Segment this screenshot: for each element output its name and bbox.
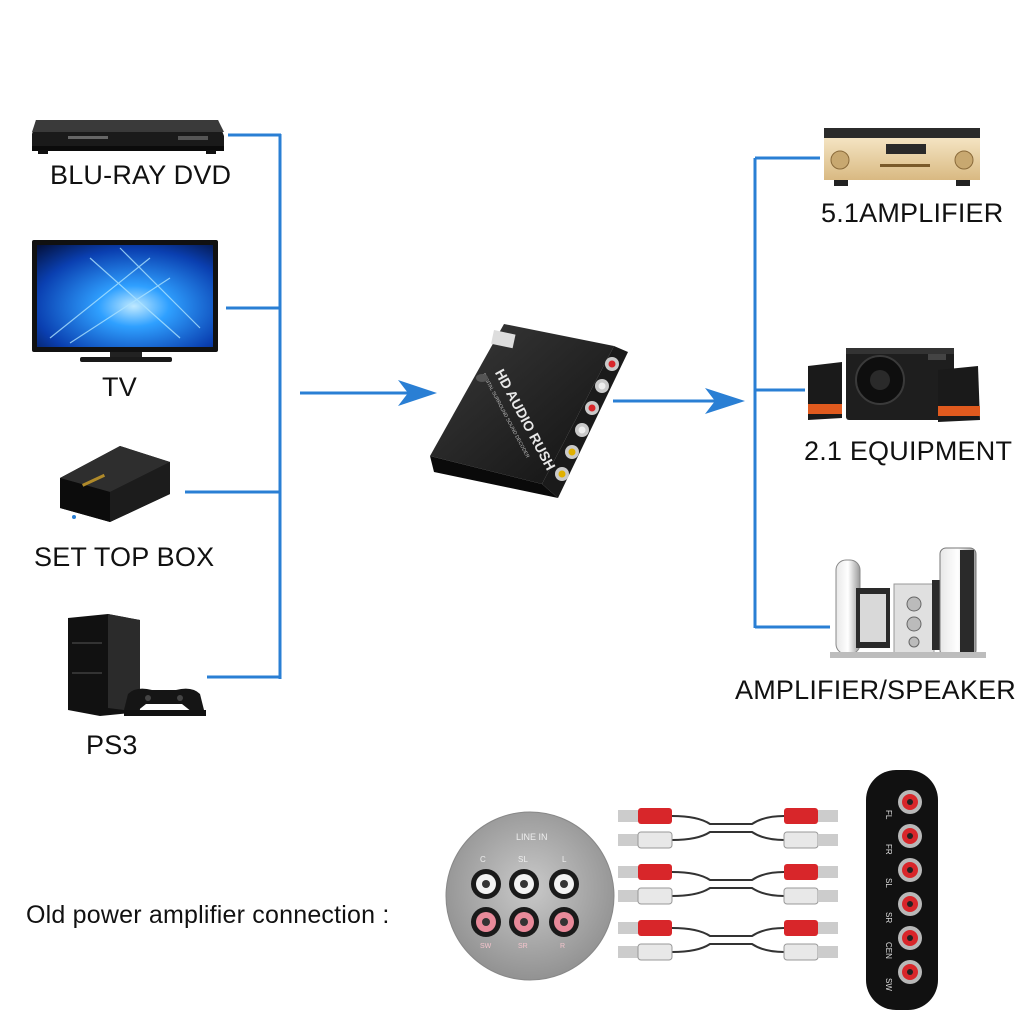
panel-label-sw: SW xyxy=(480,943,492,950)
rca-jack-red xyxy=(898,960,922,984)
rca-plug-white xyxy=(618,943,673,961)
source-label-settopbox: SET TOP BOX xyxy=(34,542,215,572)
decoder-output-strip: FL FR SL SR CEN SW xyxy=(866,770,938,1010)
strip-label-sr: SR xyxy=(884,912,893,923)
rca-jack-red xyxy=(549,907,579,937)
subwoofer-speakers-icon xyxy=(808,348,980,422)
legacy-caption: Old power amplifier connection : xyxy=(26,901,390,929)
rca-plug-red xyxy=(618,808,672,824)
strip-label-fr: FR xyxy=(884,844,893,855)
panel-label-c: C xyxy=(480,855,486,864)
rca-plug-white xyxy=(783,943,838,961)
rca-plug-white xyxy=(783,831,838,849)
strip-label-sw: SW xyxy=(884,978,893,991)
set-top-box-icon xyxy=(60,446,170,522)
ps3-console-icon xyxy=(68,614,206,716)
audio-decoder-device: HD AUDIO RUSH DIGITAL SURROUND SOUND DEC… xyxy=(430,324,628,498)
strip-label-fl: FL xyxy=(884,810,893,820)
rca-plug-white xyxy=(783,887,838,905)
rca-plug-red xyxy=(784,864,838,880)
tv-icon xyxy=(32,240,218,362)
tower-speakers-icon xyxy=(830,547,986,658)
rca-jack-red xyxy=(898,892,922,916)
rca-jack-red xyxy=(509,907,539,937)
line-in-panel: LINE IN C SL L SW SR R xyxy=(445,811,615,981)
source-label-bluray: BLU-RAY DVD xyxy=(50,160,232,190)
rca-plug-red xyxy=(784,808,838,824)
rca-jack-white xyxy=(471,869,501,899)
output-label-5-1-amplifier: 5.1AMPLIFIER xyxy=(821,198,1004,228)
rca-plug-red xyxy=(784,920,838,936)
source-label-tv: TV xyxy=(102,372,137,402)
rca-jack-red xyxy=(898,824,922,848)
rca-jack-white xyxy=(549,869,579,899)
rca-plug-red xyxy=(618,864,672,880)
output-label-amplifier-speaker: AMPLIFIER/SPEAKER xyxy=(735,675,1016,705)
rca-jack-red xyxy=(471,907,501,937)
rca-cables xyxy=(618,808,838,961)
rca-plug-white xyxy=(618,831,673,849)
source-label-ps3: PS3 xyxy=(86,730,138,760)
panel-label-l: L xyxy=(562,855,567,864)
strip-label-sl: SL xyxy=(884,878,893,888)
rca-plug-red xyxy=(618,920,672,936)
rca-jack-white xyxy=(509,869,539,899)
av-receiver-icon xyxy=(824,128,980,186)
panel-label-sr: SR xyxy=(518,943,528,950)
strip-label-cen: CEN xyxy=(884,942,893,959)
line-in-title: LINE IN xyxy=(516,832,548,842)
rca-jack-red xyxy=(898,926,922,950)
rca-jack-red xyxy=(898,858,922,882)
panel-label-sl: SL xyxy=(518,855,528,864)
bluray-player-icon xyxy=(32,120,224,154)
panel-label-r: R xyxy=(560,943,565,950)
output-label-2-1-equipment: 2.1 EQUIPMENT xyxy=(804,436,1013,466)
rca-jack-red xyxy=(898,790,922,814)
rca-plug-white xyxy=(618,887,673,905)
